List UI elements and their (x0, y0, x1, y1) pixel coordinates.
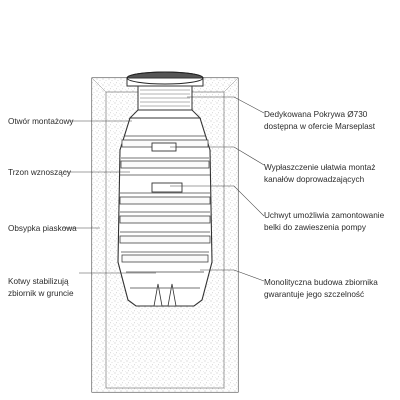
label-holder-line1: Uchwyt umożliwia zamontowanie (264, 211, 385, 220)
label-monolithic-line1: Monolityczna budowa zbiornika (264, 278, 378, 287)
label-holder-line2: belki do zawieszenia pompy (264, 223, 367, 232)
label-cover-line2: dostępna w ofercie Marseplast (264, 122, 376, 131)
label-flattening-line1: Wypłaszczenie ułatwia montaż (264, 163, 375, 172)
pump-holder (151, 182, 183, 193)
left-leader-lines (63, 120, 156, 274)
label-monolithic-line2: gwarantuje jego szczelność (264, 290, 364, 299)
label-flattening-line2: kanałów doprowadzających (264, 175, 365, 184)
right-leader-lines (170, 96, 265, 282)
tank-body (117, 109, 213, 307)
label-anchors-line1: Kotwy stabilizują (8, 277, 69, 286)
label-sand-backfill: Obsypka piaskowa (8, 224, 77, 233)
anchor-foot (167, 283, 177, 307)
label-cover-line1: Dedykowana Pokrywa Ø730 (264, 110, 368, 119)
label-riser-shaft: Trzon wznoszący (8, 168, 72, 177)
anchor-foot (153, 283, 163, 307)
label-mounting-opening: Otwór montażowy (8, 117, 74, 126)
label-anchors-line2: zbiornik w gruncie (8, 289, 74, 298)
riser (137, 85, 193, 111)
cover (126, 71, 204, 87)
